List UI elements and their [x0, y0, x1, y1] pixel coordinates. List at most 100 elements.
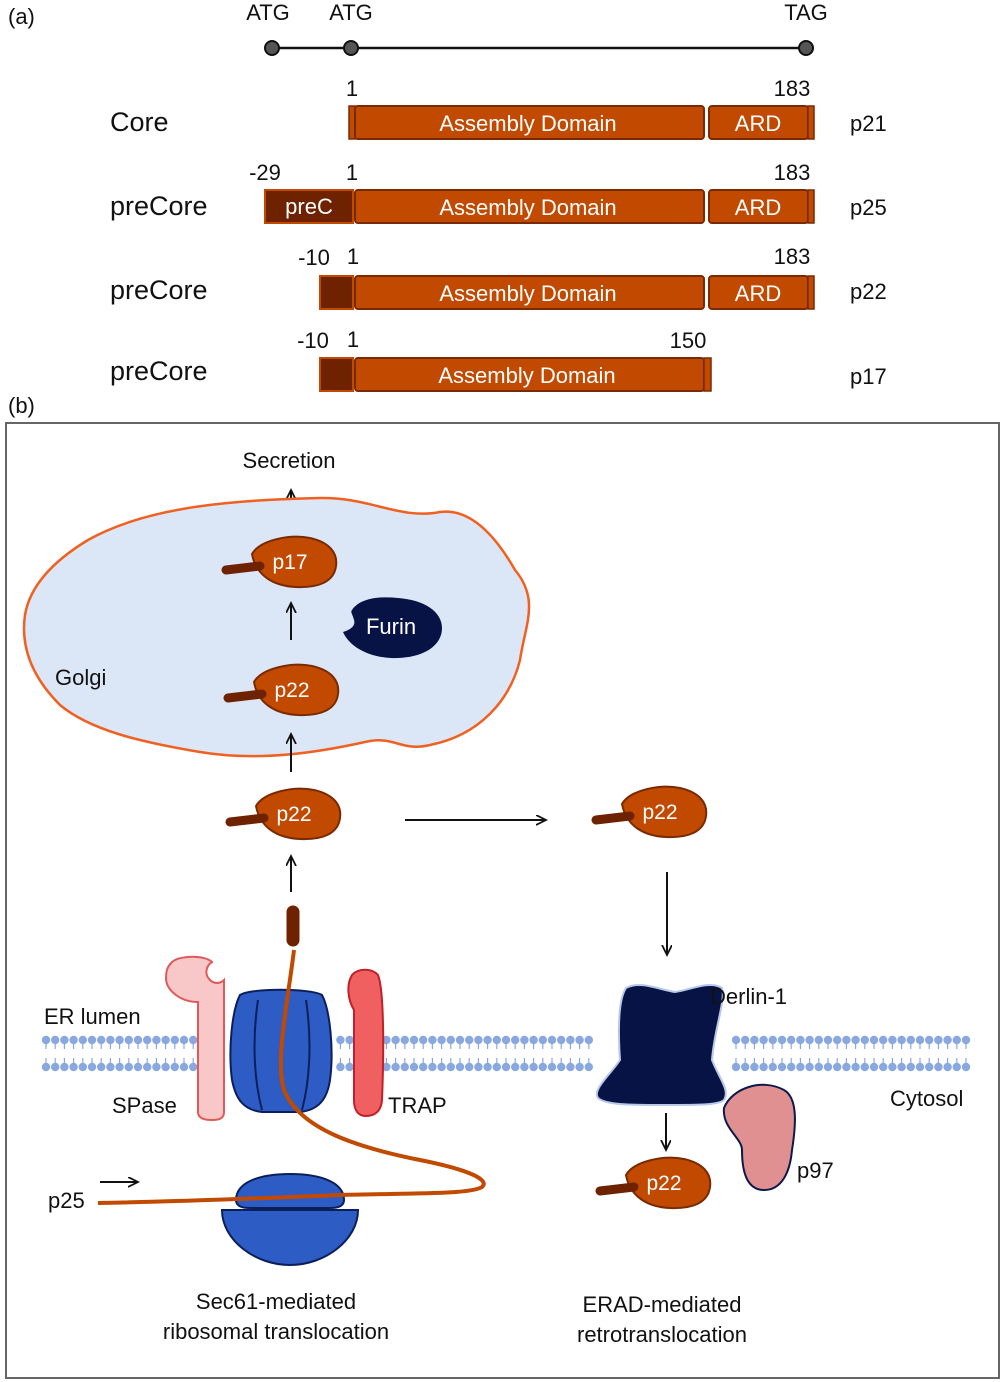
product-label: p22 — [850, 279, 887, 304]
lipid-head — [879, 1035, 888, 1045]
spase-label: SPase — [112, 1093, 177, 1118]
ard-label: ARD — [735, 281, 781, 306]
lipid-head — [391, 1062, 400, 1072]
lipid-head — [189, 1035, 198, 1045]
lipid-head — [97, 1035, 106, 1045]
lipid-head — [538, 1035, 547, 1045]
lipid-head — [501, 1035, 511, 1045]
lipid-head — [409, 1062, 419, 1072]
spase-protein — [164, 955, 225, 1122]
residue-end-label: 183 — [774, 76, 811, 101]
lipid-head — [750, 1062, 759, 1072]
lipid-head — [731, 1062, 741, 1072]
lipid-head — [474, 1062, 483, 1072]
signal-remnant-box — [319, 275, 354, 310]
protein-label: p22 — [276, 803, 311, 826]
p97-protein — [722, 1083, 796, 1192]
lipid-head — [419, 1062, 428, 1072]
lipid-head — [952, 1035, 961, 1045]
stop-codon-dot — [798, 40, 814, 56]
protein-label: p22 — [646, 1172, 681, 1195]
construct-name: preCore — [110, 356, 208, 386]
residue-start-label: -10 — [298, 245, 330, 270]
lipid-head — [814, 1062, 823, 1072]
lipid-head — [520, 1062, 529, 1072]
residue-start-label: -10 — [297, 328, 329, 353]
lipid-head — [547, 1062, 557, 1072]
lipid-head — [538, 1062, 547, 1072]
lipid-head — [557, 1035, 566, 1045]
precore-signal-label: preC — [285, 194, 333, 219]
lipid-head — [409, 1035, 419, 1045]
lipid-head — [796, 1035, 805, 1045]
lipid-head — [152, 1062, 161, 1072]
lipid-head — [860, 1062, 869, 1072]
lipid-head — [41, 1035, 51, 1045]
residue-end-label: 183 — [774, 160, 811, 185]
start-codon-1-label: ATG — [246, 0, 290, 25]
lipid-head — [768, 1035, 777, 1045]
lipid-head — [51, 1062, 60, 1072]
residue-one-label: 1 — [346, 76, 358, 101]
panel-b-label: (b) — [8, 393, 35, 418]
p25-label: p25 — [48, 1188, 85, 1213]
lipid-head — [934, 1062, 943, 1072]
lipid-head — [152, 1035, 161, 1045]
residue-end-label: 183 — [774, 244, 811, 269]
lipid-head — [97, 1062, 106, 1072]
lipid-head — [833, 1035, 842, 1045]
lipid-head — [124, 1062, 133, 1072]
lipid-head — [391, 1035, 400, 1045]
residue-start-label: -29 — [249, 160, 281, 185]
signal-remnant-box — [319, 357, 354, 392]
lipid-head — [952, 1062, 961, 1072]
lipid-head — [529, 1035, 538, 1045]
lipid-head — [400, 1062, 409, 1072]
lipid-head — [557, 1062, 566, 1072]
lipid-head — [823, 1035, 833, 1045]
lipid-head — [483, 1062, 492, 1072]
lipid-head — [777, 1035, 787, 1045]
start-codon-2-dot — [343, 40, 359, 56]
lipid-head — [851, 1035, 860, 1045]
lipid-head — [584, 1035, 593, 1045]
construct-row-core: Core 1 183 Assembly Domain ARD p21 — [110, 76, 887, 140]
assembly-domain-box — [354, 105, 705, 140]
lipid-head — [511, 1035, 520, 1045]
lipid-head — [501, 1062, 511, 1072]
ard-label: ARD — [735, 195, 781, 220]
lipid-head — [869, 1062, 879, 1072]
protein-label: p17 — [272, 551, 307, 574]
lipid-head — [741, 1035, 750, 1045]
lipid-head — [437, 1062, 446, 1072]
secretion-label: Secretion — [243, 448, 336, 473]
lipid-head — [437, 1035, 446, 1045]
lipid-head — [382, 1062, 391, 1072]
lipid-head — [419, 1035, 428, 1045]
assembly-domain-label: Assembly Domain — [439, 111, 616, 136]
trap-protein — [347, 968, 385, 1118]
lipid-head — [731, 1035, 741, 1045]
lipid-head — [161, 1062, 170, 1072]
lipid-head — [961, 1035, 971, 1045]
lipid-head — [584, 1062, 593, 1072]
lipid-head — [51, 1035, 60, 1045]
start-codon-2-label: ATG — [329, 0, 373, 25]
lipid-head — [115, 1062, 124, 1072]
lipid-head — [768, 1062, 777, 1072]
lipid-head — [143, 1062, 152, 1072]
assembly-domain-box — [354, 275, 705, 310]
lipid-head — [566, 1062, 575, 1072]
lipid-head — [446, 1062, 455, 1072]
lipid-head — [943, 1035, 952, 1045]
nascent-polypeptide — [97, 949, 486, 1205]
lipid-head — [842, 1035, 851, 1045]
lipid-head — [934, 1035, 943, 1045]
residue-one-label: 1 — [347, 327, 359, 352]
er-membrane — [41, 1035, 971, 1072]
lipid-head — [124, 1035, 133, 1045]
lipid-head — [759, 1062, 768, 1072]
residue-one-label: 1 — [347, 244, 359, 269]
protein-label: p22 — [642, 801, 677, 824]
lipid-head — [750, 1035, 759, 1045]
